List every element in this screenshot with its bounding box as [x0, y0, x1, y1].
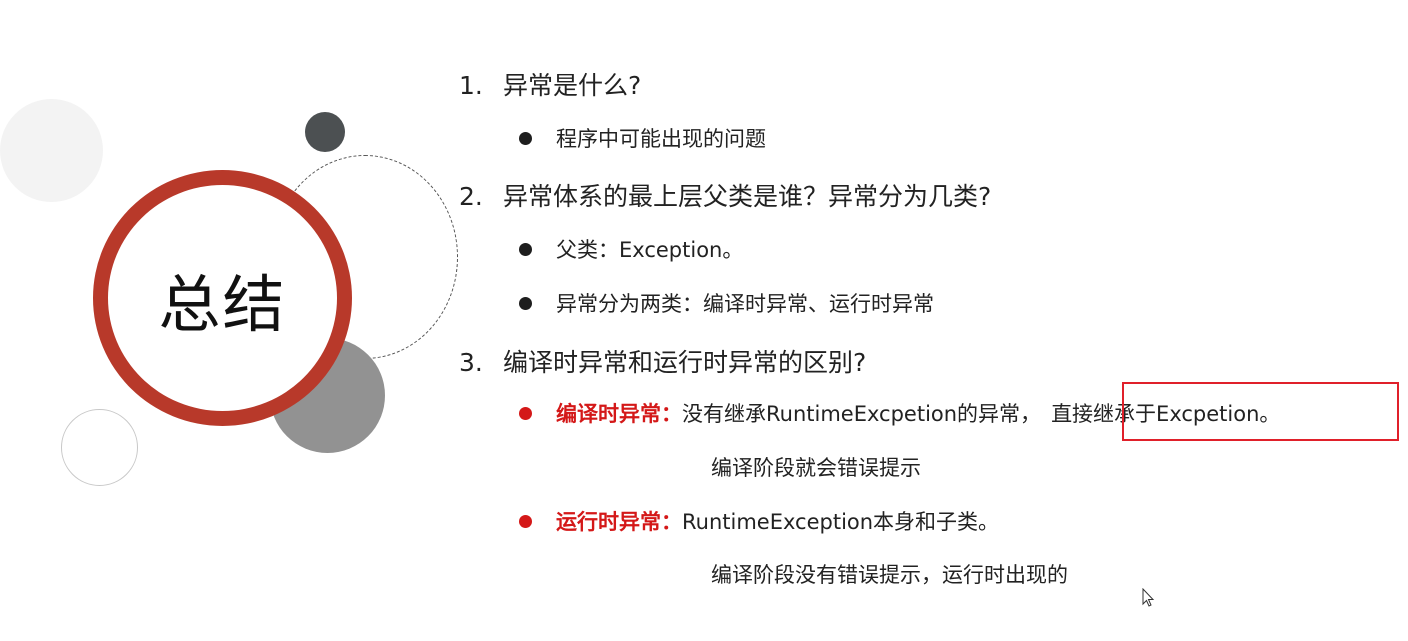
highlighted-text: 直接继承于Excpetion。	[1051, 402, 1281, 426]
decorative-circle-outline	[61, 409, 138, 486]
question-text: 异常是什么?	[503, 71, 642, 100]
question-2: 2. 异常体系的最上层父类是谁？异常分为几类?	[459, 177, 991, 213]
bullet-item: 父类：Exception。	[519, 234, 743, 264]
bullet-dot-icon	[519, 296, 532, 310]
bullet-text: 程序中可能出现的问题	[556, 127, 766, 151]
bullet-subline: 编译阶段就会错误提示	[711, 456, 921, 480]
bullet-item-runtime-exception: 运行时异常： RuntimeException本身和子类。	[519, 506, 999, 536]
bullet-label: 运行时异常：	[556, 510, 682, 534]
bullet-subline: 编译阶段没有错误提示，运行时出现的	[711, 563, 1068, 587]
question-3: 3. 编译时异常和运行时异常的区别?	[459, 343, 866, 379]
decorative-circle-dark	[305, 112, 345, 152]
bullet-item-checked-exception: 编译时异常： 没有继承RuntimeExcpetion的异常， 直接继承于Exc…	[519, 398, 1280, 428]
title-circle: 总结	[93, 170, 352, 426]
mouse-cursor-icon	[1142, 588, 1155, 607]
question-number: 2.	[459, 182, 483, 211]
question-text: 编译时异常和运行时异常的区别?	[503, 348, 867, 377]
bullet-text: 没有继承RuntimeExcpetion的异常，	[682, 402, 1042, 426]
slide-title: 总结	[158, 268, 287, 341]
highlight-box	[1122, 382, 1399, 441]
bullet-dot-icon	[519, 131, 532, 145]
bullet-dot-icon	[519, 242, 532, 256]
bullet-item: 程序中可能出现的问题	[519, 123, 766, 153]
bullet-text: RuntimeException本身和子类。	[682, 510, 1000, 534]
question-1: 1. 异常是什么?	[459, 66, 641, 102]
bullet-label: 编译时异常：	[556, 402, 682, 426]
bullet-dot-icon	[519, 406, 532, 420]
bullet-text: 父类：Exception。	[556, 238, 744, 262]
bullet-dot-icon	[519, 514, 532, 528]
bullet-item: 异常分为两类：编译时异常、运行时异常	[519, 288, 934, 318]
question-number: 3.	[459, 348, 483, 377]
bullet-text: 异常分为两类：编译时异常、运行时异常	[556, 292, 934, 316]
decorative-circle-light	[0, 99, 103, 202]
question-number: 1.	[459, 71, 483, 100]
question-text: 异常体系的最上层父类是谁？异常分为几类?	[503, 182, 992, 211]
